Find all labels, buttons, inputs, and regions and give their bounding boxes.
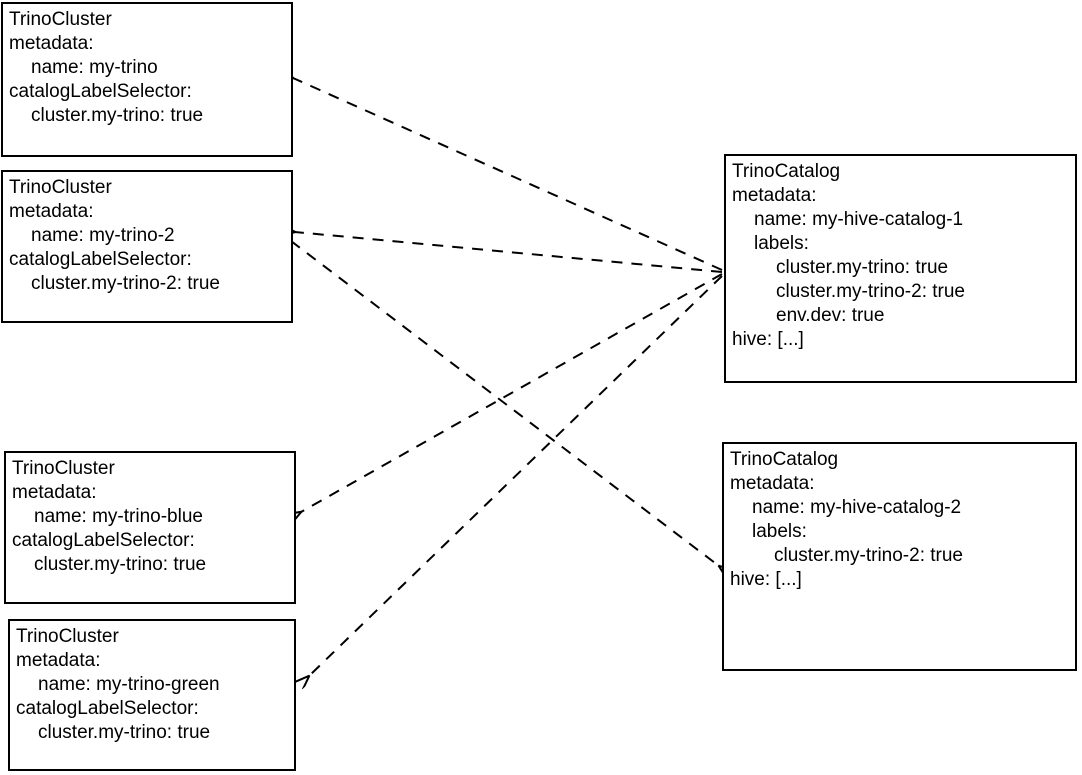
edge-my-trino-2-to-catalog2 [290,240,719,566]
edge-catalog1-to-my-trino-blue [301,273,723,512]
node-line: cluster.my-trino: true [34,554,207,575]
node-line: cluster.my-trino-2: true [774,545,963,566]
node-line: catalogLabelSelector: [9,81,192,102]
node-line: env.dev: true [776,305,885,326]
node-line: metadata: [730,473,815,494]
node-line: labels: [752,521,807,542]
node-line: metadata: [9,33,94,54]
node-line: TrinoCluster [16,626,119,647]
node-line: metadata: [16,650,101,671]
node-line: cluster.my-trino: true [776,257,949,278]
node-line: name: my-trino-green [38,674,220,695]
node-line: TrinoCatalog [730,449,839,470]
node-line: name: my-hive-catalog-1 [754,209,964,230]
node-line: name: my-hive-catalog-2 [752,497,962,518]
node-line: metadata: [12,482,97,503]
node-trinocatalog-my-hive-catalog-2[interactable]: TrinoCatalog metadata: name: my-hive-cat… [722,442,1077,671]
node-line: metadata: [732,185,817,206]
node-line: catalogLabelSelector: [9,249,192,270]
node-line: catalogLabelSelector: [16,698,199,719]
node-line: TrinoCluster [9,177,112,198]
node-line: metadata: [9,201,94,222]
node-line: TrinoCatalog [732,161,841,182]
node-trinocluster-my-trino-2[interactable]: TrinoCluster metadata: name: my-trino-2 … [1,170,293,323]
node-line: cluster.my-trino-2: true [776,281,965,302]
node-line: labels: [754,233,809,254]
node-trinocatalog-my-hive-catalog-1[interactable]: TrinoCatalog metadata: name: my-hive-cat… [724,154,1077,383]
edge-catalog1-to-my-trino [293,78,723,271]
node-trinocluster-my-trino-green[interactable]: TrinoCluster metadata: name: my-trino-gr… [8,619,296,771]
edge-catalog1-to-my-trino-2 [295,232,723,273]
node-trinocluster-my-trino-blue[interactable]: TrinoCluster metadata: name: my-trino-bl… [4,451,296,604]
node-line: name: my-trino [31,57,158,78]
node-line: TrinoCluster [9,9,112,30]
node-line: name: my-trino-2 [31,225,175,246]
node-line: cluster.my-trino: true [38,722,211,743]
node-line: hive: [...] [730,569,802,590]
node-line: hive: [...] [732,329,804,350]
node-line: cluster.my-trino-2: true [31,273,220,294]
node-line: TrinoCluster [12,458,115,479]
node-line: name: my-trino-blue [34,506,203,527]
node-line: cluster.my-trino: true [31,105,204,126]
node-trinocluster-my-trino[interactable]: TrinoCluster metadata: name: my-trino ca… [1,2,293,157]
edge-catalog1-to-my-trino-green [309,275,723,676]
node-line: catalogLabelSelector: [12,530,195,551]
